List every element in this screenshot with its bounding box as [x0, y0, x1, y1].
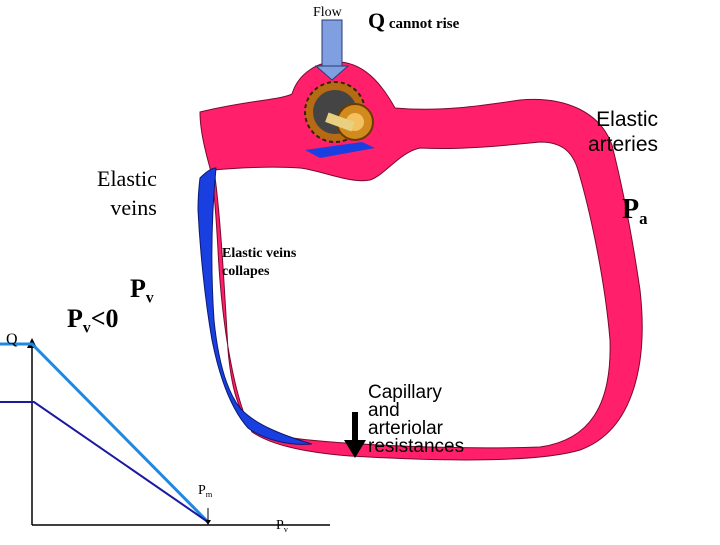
- pa-sub: a: [639, 208, 648, 228]
- pressure-flow-graph: [0, 338, 330, 526]
- q-symbol: Q: [368, 8, 386, 33]
- pv-axis-sub: v: [283, 524, 288, 534]
- pv-negative-main: P: [67, 304, 83, 333]
- pv-sub: v: [145, 289, 154, 307]
- elastic-veins-tube: [197, 167, 313, 445]
- elastic-veins-line2: veins: [110, 194, 157, 220]
- cannot-rise-text: cannot rise: [385, 16, 460, 32]
- capillary-line3: arteriolar: [368, 418, 443, 440]
- veins-collapse-label: Elastic veins collapes: [222, 245, 296, 281]
- elastic-arteries-tube: [199, 61, 643, 461]
- pv-label: Pv: [130, 274, 154, 306]
- pa-main: P: [622, 194, 640, 225]
- pv-negative-rest: <0: [90, 304, 119, 333]
- veins-collapse-line1: Elastic veins: [222, 246, 297, 261]
- pv-axis-label: Pv: [276, 518, 288, 534]
- pv-axis-main: P: [276, 518, 284, 533]
- flow-label: Flow: [313, 5, 342, 20]
- flow-down-arrow-icon: [314, 19, 350, 81]
- pm-label: Pm: [198, 483, 213, 499]
- capillary-line1: Capillary: [368, 382, 442, 403]
- elastic-arteries-line1: Elastic: [596, 108, 659, 131]
- q-cannot-rise-label: Q cannot rise: [368, 10, 459, 32]
- capillary-line2: and: [368, 400, 400, 422]
- pm-sub: m: [205, 489, 213, 499]
- curve-low: [0, 401, 209, 523]
- pv-negative-label: Pv<0: [67, 304, 119, 336]
- pv-negative-sub: v: [82, 319, 91, 337]
- capillary-resistance-label: Capillary and arteriolar resistances: [368, 382, 465, 458]
- capillary-line4: resistances: [368, 436, 465, 458]
- q-axis-label: Q: [6, 331, 18, 348]
- elastic-arteries-label: Elastic arteries: [588, 107, 658, 157]
- resistance-down-arrow-icon: [344, 412, 366, 458]
- elastic-veins-label: Elastic veins: [97, 165, 157, 222]
- pm-main: P: [198, 483, 206, 498]
- pv-main: P: [130, 274, 146, 303]
- veins-collapse-line2: collapes: [222, 264, 270, 280]
- pa-label: Pa: [622, 194, 648, 227]
- gear-pump-icon: [304, 81, 375, 158]
- curve-high: [0, 342, 210, 524]
- elastic-arteries-line2: arteries: [588, 133, 659, 157]
- elastic-veins-line1: Elastic: [97, 166, 157, 191]
